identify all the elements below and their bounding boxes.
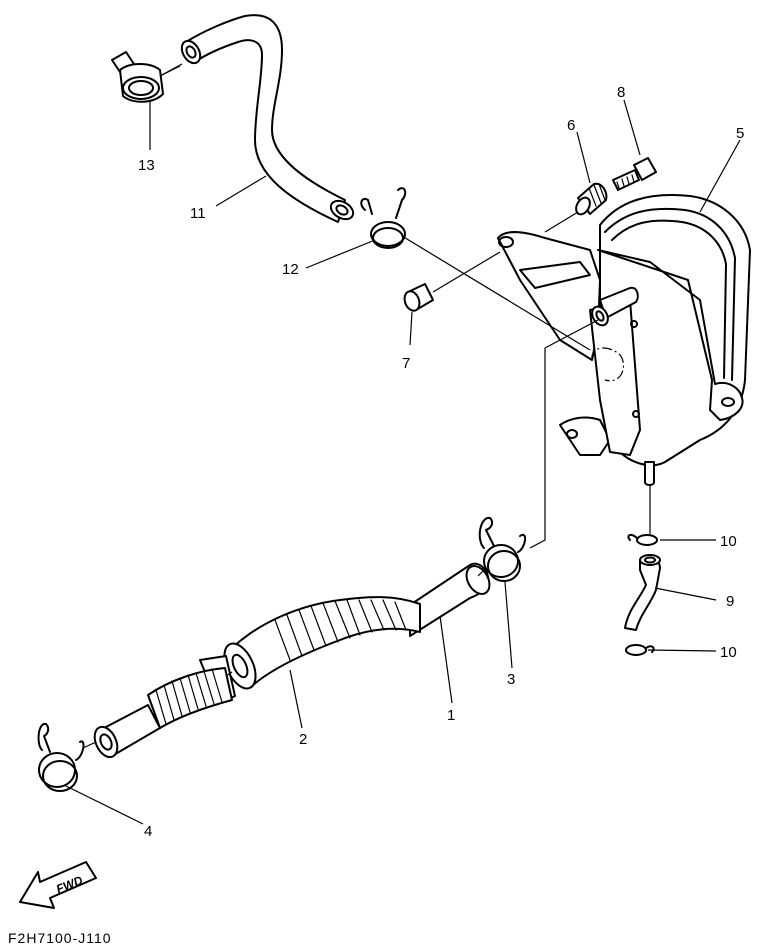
connection-lines: [82, 63, 651, 749]
damper-part-6: [575, 182, 608, 216]
hose-part-11: [180, 14, 355, 223]
callout-10-lower: 10: [720, 644, 737, 661]
box-part-5: [497, 194, 751, 486]
callout-6: 6: [567, 117, 575, 134]
callout-13: 13: [138, 157, 155, 174]
callout-12: 12: [282, 261, 299, 278]
callout-11: 11: [190, 205, 206, 222]
leader-lines: [65, 99, 741, 825]
drawing-code: F2H7100-J110: [8, 930, 112, 946]
callout-1: 1: [447, 707, 455, 724]
clip-part-4: [37, 723, 85, 792]
clip-part-3: [478, 517, 526, 582]
callout-7: 7: [402, 355, 410, 372]
fwd-arrow-icon: FWD: [19, 861, 97, 909]
pipe-part-1: [409, 562, 491, 637]
callout-9: 9: [726, 593, 734, 610]
hose-part-2: [93, 596, 421, 759]
clamp-part-13: [111, 51, 181, 103]
callout-4: 4: [144, 823, 152, 840]
callout-8: 8: [617, 84, 625, 101]
clip-part-10-upper: [627, 533, 658, 546]
bolt-part-8: [612, 157, 657, 191]
clip-part-12: [360, 187, 407, 249]
grommet-part-7: [403, 283, 434, 312]
callout-labels: 13 11 12 7 6 8 5 10 9 10 3 1 2 4: [138, 84, 744, 840]
clip-part-10-lower: [625, 644, 655, 656]
callout-5: 5: [736, 125, 744, 142]
callout-10-upper: 10: [720, 533, 737, 550]
hose-part-9: [624, 554, 661, 631]
callout-3: 3: [507, 671, 515, 688]
callout-2: 2: [299, 731, 307, 748]
